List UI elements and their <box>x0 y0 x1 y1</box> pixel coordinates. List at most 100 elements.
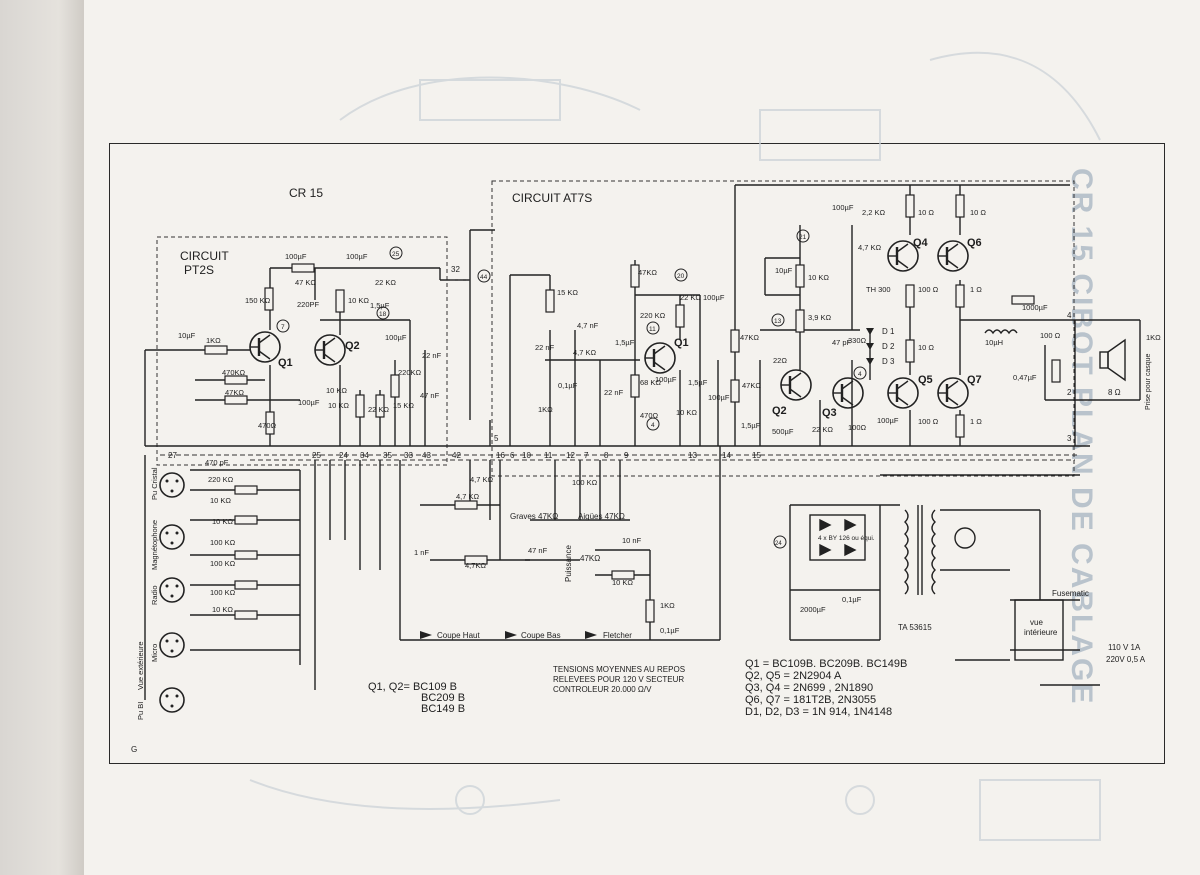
transistor-q3-at7s <box>831 376 865 410</box>
equiv-line-3: Q3, Q4 = 2N699 , 2N1890 <box>745 682 873 694</box>
din-socket-micro <box>159 632 185 658</box>
val-at7s: 100µF <box>655 375 677 384</box>
label-q2-at7s: Q2 <box>772 405 787 417</box>
tp-label: 21 <box>799 234 807 241</box>
val-at7s: 10µF <box>775 266 793 275</box>
val-pt2s: 470Ω <box>258 421 277 430</box>
equiv-line-2: Q2, Q5 = 2N2904 A <box>745 670 842 682</box>
val-pt2s: 100µF <box>385 333 407 342</box>
label-d3: D 3 <box>882 357 895 366</box>
val-at7s: 22 nF <box>604 388 624 397</box>
tp-label: 4 <box>858 371 862 378</box>
val-pt2s: 1KΩ <box>206 336 221 345</box>
val-input: 1 nF <box>414 548 429 557</box>
input-label-pu-bi: Pu BI <box>136 702 145 720</box>
terminal: 13 <box>688 451 697 460</box>
transistor-q1-pt2s <box>248 330 282 364</box>
val-input: 10 KΩ <box>612 578 633 587</box>
val-at7s: 470Ω <box>640 411 659 420</box>
terminal: 24 <box>339 451 348 460</box>
val-pt2s: 220KΩ <box>398 368 422 377</box>
pot-aigues: Aigües 47KΩ <box>578 512 625 521</box>
val-at7s: TH 300 <box>866 285 891 294</box>
val-at7s: 3,9 KΩ <box>808 313 832 322</box>
tp-label: 44 <box>480 274 488 281</box>
pot-puissance: Puissance <box>564 545 573 582</box>
transistor-q5-at7s <box>886 376 920 410</box>
component-glyphs <box>204 194 1061 623</box>
val-input: 10 nF <box>622 536 642 545</box>
speaker-impedance: 8 Ω <box>1108 388 1121 397</box>
terminal: 34 <box>360 451 369 460</box>
val-pt2s: 100µF <box>285 252 307 261</box>
val-input: 4,7KΩ <box>465 561 486 570</box>
val-input: 10 KΩ <box>212 517 233 526</box>
q12-line-1: Q1, Q2= BC109 B <box>368 681 457 693</box>
neon-indicator <box>954 527 976 549</box>
test-point-24 <box>773 535 787 549</box>
input-label-magnetophone: Magnétophone <box>150 520 159 570</box>
val-pt2s: 470KΩ <box>222 368 246 377</box>
terminal: 43 <box>422 451 431 460</box>
equiv-line-4: Q6, Q7 = 181T2B, 2N3055 <box>745 694 876 706</box>
terminal: 5 <box>494 434 499 443</box>
input-label-vue-exterieure: Vue extérieure <box>136 641 145 690</box>
val-pt2s: 47KΩ <box>225 388 244 397</box>
switch-coupe-haut: Coupe Haut <box>437 631 480 640</box>
label-d1: D 1 <box>882 327 895 336</box>
speaker-jack: Prise pour casque <box>1145 353 1152 410</box>
val-input: 10 KΩ <box>210 496 231 505</box>
note-tension-1: TENSIONS MOYENNES AU REPOS <box>553 665 685 674</box>
val-at7s: 22 KΩ <box>812 425 833 434</box>
val-input: 220 KΩ <box>208 475 234 484</box>
val-at7s: 10 KΩ <box>808 273 829 282</box>
tp-label: 25 <box>392 251 400 258</box>
terminal: 8 <box>604 451 609 460</box>
switch-fletcher: Fletcher <box>603 631 632 640</box>
transistor-q6-at7s <box>936 239 970 273</box>
val-input: 100 KΩ <box>210 559 236 568</box>
val-at7s: 1KΩ <box>1146 333 1161 342</box>
val-pt2s: 22 KΩ <box>375 278 396 287</box>
terminal: 7 <box>584 451 589 460</box>
fuse-line-1: vue <box>1030 618 1043 627</box>
val-at7s: 47KΩ <box>740 333 759 342</box>
corner-mark: G <box>131 745 137 754</box>
val-input: 47 nF <box>528 546 548 555</box>
mains-transformer <box>904 505 936 595</box>
din-socket-radio <box>159 577 185 603</box>
val-at7s: 0,47µF <box>1013 373 1037 382</box>
mains-220v: 220V 0,5 A <box>1106 655 1146 664</box>
val-pt2s: 10 KΩ <box>348 296 369 305</box>
val-pt2s: 100µF <box>298 398 320 407</box>
inductor-coil <box>984 329 1018 335</box>
terminal: 3 <box>1067 434 1072 443</box>
transistor-q7-at7s <box>936 376 970 410</box>
val-at7s: 15 KΩ <box>557 288 578 297</box>
val-at7s: 100µF <box>708 393 730 402</box>
schematic-frame <box>109 143 1165 764</box>
val-pt2s: 220PF <box>297 300 320 309</box>
label-q5-at7s: Q5 <box>918 374 933 386</box>
val-at7s: 1,5µF <box>615 338 635 347</box>
label-q7-at7s: Q7 <box>967 374 982 386</box>
terminal: 35 <box>383 451 392 460</box>
label-q6-at7s: Q6 <box>967 237 982 249</box>
q12-line-2: BC209 B <box>421 692 465 704</box>
dashed-links <box>160 279 1080 461</box>
val-pt2s: 10 KΩ <box>326 386 347 395</box>
wiring <box>144 184 1141 700</box>
pot-graves: Graves 47KΩ <box>510 512 558 521</box>
val-at7s: 100Ω <box>848 423 867 432</box>
terminal: 16 <box>496 451 505 460</box>
input-label-micro: Micro <box>150 644 159 662</box>
val-at7s: 220 KΩ <box>640 311 666 320</box>
test-points: 7 18 25 44 20 11 4 21 13 24 4 <box>276 229 867 431</box>
val-at7s: 330Ω <box>848 336 867 345</box>
label-q1-pt2s: Q1 <box>278 357 293 369</box>
val-input: 100 KΩ <box>210 588 236 597</box>
pot-puissance-value: 47KΩ <box>580 554 600 563</box>
val-at7s: 22 nF <box>535 343 555 352</box>
val-at7s: 0,1µF <box>558 381 578 390</box>
